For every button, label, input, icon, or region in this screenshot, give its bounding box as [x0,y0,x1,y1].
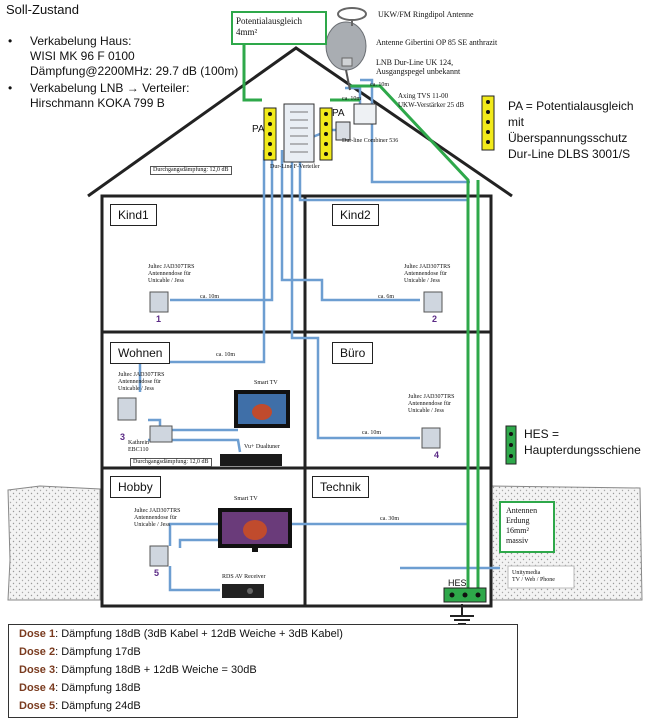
cable-roof [360,78,470,184]
house-walls [100,194,493,608]
legend-item-house: •Verkabelung Haus: WISI MK 96 F 0100 Däm… [8,34,239,78]
durchgang-top: Durchgangsdämpfung: 12,0 dB [150,166,232,175]
pa-left-label: PA [252,124,265,135]
dose-summary-2: Dose 2: Dämpfung 17dB [19,646,141,658]
unitymedia-box [507,565,575,589]
coax-cables [138,78,500,592]
cable-len-wohnen: ca. 10m [216,352,235,358]
pa-right-label: PA [332,108,345,119]
cable-hobby-rds [168,566,220,592]
durchgang-wohnen: Durchgangsdämpfung: 12,0 dB [130,458,212,467]
room-technik: Technik [312,476,369,498]
rds-label: RDS AV Receiver [222,574,266,580]
roof [87,46,513,198]
rds-receiver [222,584,264,598]
vu-label: Vu+ Dualtuner [244,444,280,450]
ground-main [350,84,470,596]
kathrein-device [149,425,173,443]
hes-label: HES [448,578,467,588]
page-title: Soll-Zustand [6,2,79,17]
legend-detail: Hirschmann KOKA 799 B [30,96,165,110]
cable-len-kind1: ca. 10m [200,294,219,300]
legend-detail: Dämpfung@2200MHz: 29.7 dB (100m) [30,64,239,78]
dish-label: Antenne Gibertini OP 85 SE anthrazit [376,38,498,47]
pa-legend-text: PA = Potentialausgleich mit Überspannung… [508,99,634,161]
dose-summary-4: Dose 4: Dämpfung 18dB [19,682,141,694]
legend-item-lnb: •Verkabelung LNB → Verteiler: Hirschmann… [8,81,190,110]
dose-num-4: 4 [434,450,440,460]
ground-pa [242,18,262,102]
combiner [335,121,351,141]
ukw-amp [353,103,377,125]
cable-len-kind2: ca. 6m [378,294,394,300]
potential-callout-box [231,11,327,45]
erdung-callout-box [499,501,555,553]
dose-num-2: 2 [432,314,438,324]
room-buero: Büro [332,342,374,364]
cable-wohnen [138,150,266,392]
potential-callout: Potentialausgleich 4mm² [236,16,302,37]
hes-legend-text: HES = Haupterdungsschiene [524,427,641,457]
verteiler-label: Dur-Line F-Verteiler [270,164,320,170]
dose-num-5: 5 [154,568,160,578]
legend-label: Verkabelung Haus: [30,34,132,48]
fm-antenna [337,7,367,21]
socket-icons [117,291,443,567]
legend-detail: WISI MK 96 F 0100 [30,49,135,63]
room-kind2: Kind2 [332,204,379,226]
cable-wohnen-vu [148,438,242,453]
smart-tv-wohnen-label: Smart TV [254,380,278,386]
dose-summary-1: Dose 1: Dämpfung 18dB (3dB Kabel + 12dB … [19,628,343,640]
cable-buero [290,152,420,440]
dose-summary-3: Dose 3: Dämpfung 18dB + 12dB Weiche = 30… [19,664,257,676]
cabling-legend: •Verkabelung Haus: WISI MK 96 F 0100 Däm… [8,34,248,113]
cable-len-hobby: ca. 30m [380,516,399,522]
cable-kind1 [170,148,274,302]
dose-summary-box: Dose 1: Dämpfung 18dB (3dB Kabel + 12dB … [8,624,518,718]
dose-num-3: 3 [120,432,126,442]
cable-kind2 [280,150,420,302]
vu-box [220,454,282,466]
ukw-antenna-label: UKW/FM Ringdipol Antenne [378,10,474,19]
room-hobby: Hobby [110,476,161,498]
smart-tv-hobby-label: Smart TV [234,496,258,502]
cable-top-label: ca. 10m [342,96,361,102]
ground-left [7,485,101,601]
room-wohnen: Wohnen [110,342,171,364]
f-verteiler [283,103,315,163]
dose-num-1: 1 [156,314,162,324]
ground-lines [242,18,470,596]
room-kind1: Kind1 [110,204,157,226]
cable-hobby-tv [178,538,220,548]
cable-roof-label: ca. 10m [370,82,389,88]
cable-len-buero: ca. 10m [362,430,381,436]
lnb-label: LNB Dur-Line UK 124,Ausgangspegel unbeka… [376,58,461,76]
legend-label: Verkabelung LNB → Verteiler: [30,81,190,95]
combiner-label: Dur-line Combiner 536 [342,138,399,144]
cable-wohnen-tv [148,418,238,432]
dose-summary-5: Dose 5: Dämpfung 24dB [19,700,141,712]
